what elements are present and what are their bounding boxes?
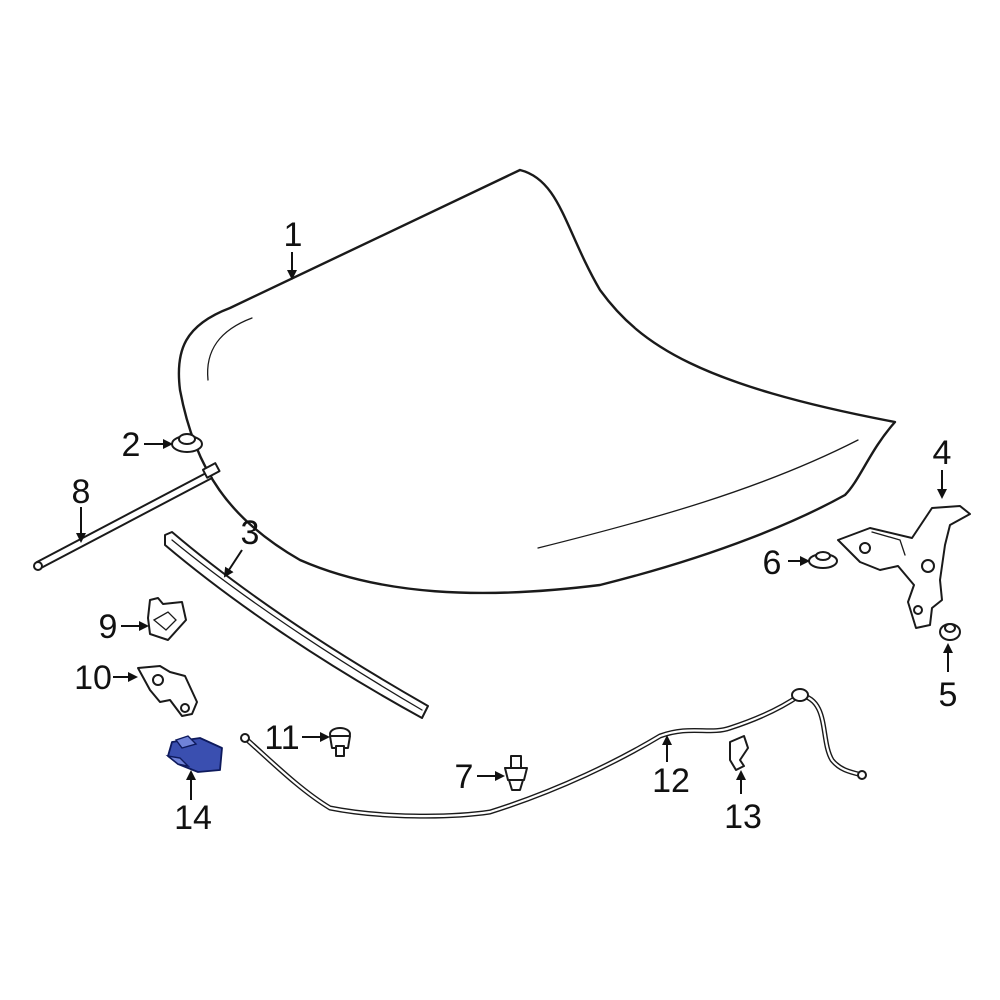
- callout-14[interactable]: 14: [174, 799, 212, 837]
- hood-hinge[interactable]: [837, 505, 971, 629]
- bracket-10[interactable]: [137, 665, 198, 717]
- callout-13[interactable]: 13: [724, 798, 762, 836]
- callout-1[interactable]: 1: [284, 216, 303, 254]
- callout-12[interactable]: 12: [652, 762, 690, 800]
- callout-labels: 1 2 3 4 5 6 7 8 9 10 11 12 13 14: [72, 216, 958, 837]
- callout-2[interactable]: 2: [122, 426, 141, 464]
- leader-lines: [76, 252, 953, 800]
- release-cable[interactable]: [240, 688, 867, 819]
- bolt-11[interactable]: [329, 727, 351, 757]
- clip-7[interactable]: [504, 755, 528, 791]
- callout-6[interactable]: 6: [763, 544, 782, 582]
- callout-4[interactable]: 4: [933, 434, 952, 472]
- callout-10[interactable]: 10: [74, 659, 112, 697]
- hood-panel[interactable]: [177, 168, 897, 595]
- nut-5[interactable]: [939, 623, 961, 641]
- hood-seal[interactable]: [164, 531, 429, 719]
- hood-latch-highlighted[interactable]: [165, 735, 223, 773]
- callout-8[interactable]: 8: [72, 473, 91, 511]
- callout-9[interactable]: 9: [99, 608, 118, 646]
- callout-3[interactable]: 3: [241, 514, 260, 552]
- hood-support-rod[interactable]: [33, 462, 221, 571]
- grommet-6[interactable]: [808, 551, 838, 569]
- callout-5[interactable]: 5: [939, 676, 958, 714]
- bracket-9[interactable]: [147, 597, 187, 641]
- callout-7[interactable]: 7: [455, 758, 474, 796]
- clip-13[interactable]: [729, 735, 749, 771]
- callout-11[interactable]: 11: [264, 719, 299, 757]
